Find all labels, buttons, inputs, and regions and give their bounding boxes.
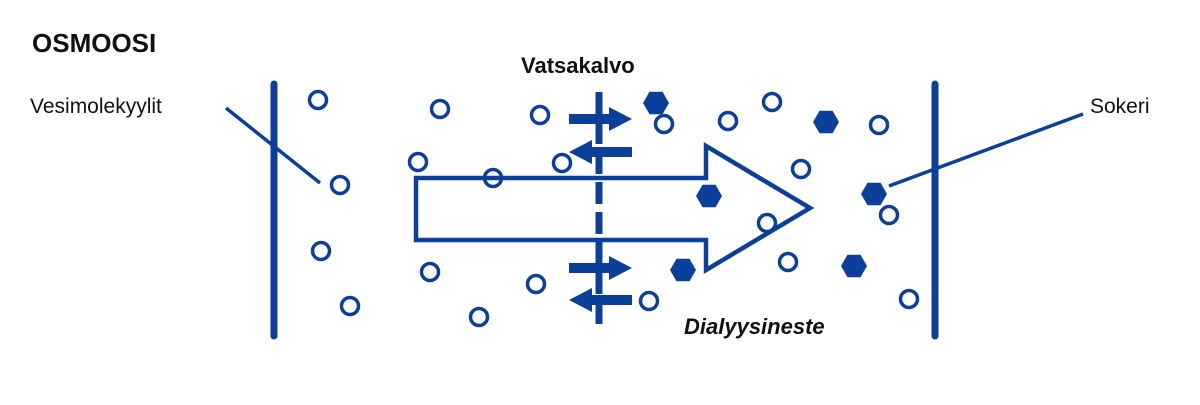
sugar-molecule-icon-6: [841, 254, 867, 278]
sugar-molecule-icon-4: [861, 182, 887, 206]
water-molecule-icon-10: [551, 152, 573, 174]
water-molecule-icon-19: [339, 295, 361, 317]
sugar-label: Sokeri: [1090, 95, 1150, 118]
water-molecule-icon-17: [525, 273, 547, 295]
sugar-molecule-icon-2: [813, 110, 839, 134]
water-molecule-icon-8: [407, 151, 429, 173]
water-molecule-icon-22: [898, 288, 920, 310]
water-molecule-icon-16: [419, 261, 441, 283]
flow-arrow-right-bottom: [569, 256, 632, 280]
water-molecule-icon-1: [307, 89, 329, 111]
sugar-molecule-icon-5: [670, 258, 696, 282]
water-molecule-icon-5: [717, 110, 739, 132]
dialysis-fluid-label: Dialyysineste: [684, 314, 825, 339]
water-molecules-label: Vesimolekyylit: [30, 95, 162, 118]
sugar-molecule-icon-1: [643, 91, 669, 115]
flow-arrow-left-top: [569, 140, 632, 164]
water-molecule-icon-11: [790, 158, 812, 180]
water-molecule-icon-15: [310, 240, 332, 262]
sugar-leader-line: [888, 112, 1084, 188]
flow-direction-arrow: [413, 142, 815, 274]
water-molecule-icon-13: [878, 204, 900, 226]
water-molecule-icon-21: [638, 290, 660, 312]
water-molecule-icon-3: [529, 104, 551, 126]
water-molecule-icon-18: [777, 251, 799, 273]
water-molecule-icon-9: [482, 167, 504, 189]
water-molecule-icon-20: [468, 306, 490, 328]
flow-arrow-left-bottom: [569, 288, 632, 312]
water-molecule-icon-12: [329, 174, 351, 196]
water-molecule-icon-6: [761, 91, 783, 113]
water-molecule-icon-2: [429, 98, 451, 120]
flow-arrow-right-top: [569, 107, 632, 131]
page-title: OSMOOSI: [32, 28, 157, 58]
water-molecule-icon-4: [653, 113, 675, 135]
water-molecule-icon-7: [868, 114, 890, 136]
water-molecule-icon-14: [756, 212, 778, 234]
sugar-molecule-icon-3: [696, 184, 722, 208]
membrane-label: Vatsakalvo: [521, 53, 635, 78]
water-leader-line: [224, 106, 322, 185]
